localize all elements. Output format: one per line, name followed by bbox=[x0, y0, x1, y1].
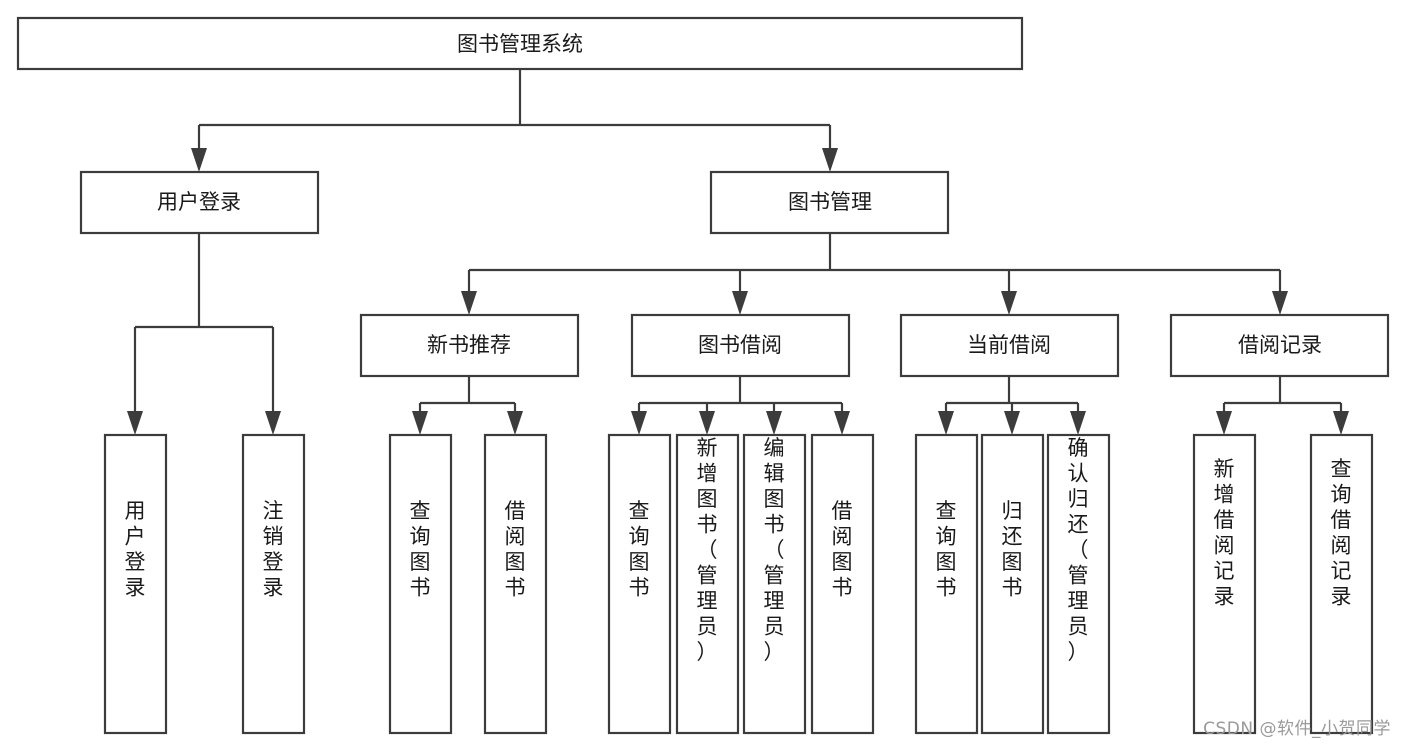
leaf-user-login-1[interactable]: 用户登录 bbox=[103, 433, 168, 735]
leaf-user-login-2[interactable]: 注销登录 bbox=[241, 433, 306, 735]
leaf-book-borrow-3[interactable]: 编辑图书（管理员） bbox=[742, 433, 807, 735]
arrow-to-user-login bbox=[191, 148, 207, 172]
leaf-new-book-2-box bbox=[483, 433, 548, 735]
node-current-borrow-label: 当前借阅 bbox=[967, 333, 1051, 357]
arrow-to-current-borrow bbox=[1001, 291, 1017, 315]
leaf-borrow-record-2-box bbox=[1309, 433, 1374, 735]
leaf-current-borrow-3[interactable]: 确认归还（管理员） bbox=[1046, 433, 1111, 735]
leaf-book-borrow-1[interactable]: 查询图书 bbox=[607, 433, 672, 735]
node-new-book-recommend-label: 新书推荐 bbox=[427, 333, 511, 357]
leaf-current-borrow-2[interactable]: 归还图书 bbox=[980, 433, 1045, 735]
node-new-book-recommend[interactable]: 新书推荐 bbox=[359, 313, 580, 378]
node-root[interactable]: 图书管理系统 bbox=[16, 16, 1024, 71]
leaf-new-book-1-box bbox=[388, 433, 453, 735]
leaf-current-borrow-1-label: 查询图书 bbox=[936, 499, 957, 600]
node-root-label: 图书管理系统 bbox=[457, 32, 583, 56]
node-book-manage[interactable]: 图书管理 bbox=[709, 170, 950, 235]
node-user-login[interactable]: 用户登录 bbox=[79, 170, 320, 235]
leaf-new-book-2[interactable]: 借阅图书 bbox=[483, 433, 548, 735]
arrow-current-borrow-leaf-2 bbox=[1004, 411, 1020, 435]
leaf-user-login-2-label: 注销登录 bbox=[263, 499, 284, 600]
arrow-user-login-leaf-1 bbox=[127, 411, 143, 435]
arrow-book-borrow-leaf-3 bbox=[766, 411, 782, 435]
node-root-box bbox=[16, 16, 1024, 71]
leaf-current-borrow-1[interactable]: 查询图书 bbox=[914, 433, 979, 735]
arrow-user-login-leaf-2 bbox=[265, 411, 281, 435]
leaf-book-borrow-4-label: 借阅图书 bbox=[832, 499, 853, 600]
arrow-borrow-record-leaf-1 bbox=[1216, 411, 1232, 435]
leaf-book-borrow-4-box bbox=[810, 433, 875, 735]
connector-layer bbox=[127, 69, 1349, 435]
leaf-book-borrow-1-box bbox=[607, 433, 672, 735]
node-user-login-label: 用户登录 bbox=[157, 190, 241, 214]
leaf-user-login-1-box bbox=[103, 433, 168, 735]
arrow-current-borrow-leaf-3 bbox=[1070, 411, 1086, 435]
arrow-to-book-manage bbox=[822, 148, 838, 172]
node-borrow-record[interactable]: 借阅记录 bbox=[1169, 313, 1390, 378]
arrow-new-book-leaf-2 bbox=[507, 411, 523, 435]
node-borrow-record-label: 借阅记录 bbox=[1238, 333, 1322, 357]
leaf-book-borrow-1-label: 查询图书 bbox=[629, 499, 650, 600]
leaf-book-borrow-2[interactable]: 新增图书（管理员） bbox=[675, 433, 740, 735]
leaf-book-borrow-3-label: 编辑图书（管理员） bbox=[764, 436, 785, 664]
leaf-current-borrow-3-label: 确认归还（管理员） bbox=[1068, 436, 1089, 664]
leaf-user-login-2-box bbox=[241, 433, 306, 735]
leaf-current-borrow-3-box bbox=[1046, 433, 1111, 735]
node-book-manage-box bbox=[709, 170, 950, 235]
leaf-book-borrow-2-box bbox=[675, 433, 740, 735]
leaf-borrow-record-1[interactable]: 新增借阅记录 bbox=[1192, 433, 1257, 735]
node-borrow-record-box bbox=[1169, 313, 1390, 378]
leaf-borrow-record-1-label: 新增借阅记录 bbox=[1214, 457, 1235, 609]
arrow-book-borrow-leaf-4 bbox=[834, 411, 850, 435]
node-current-borrow-box bbox=[899, 313, 1120, 378]
leaf-current-borrow-2-label: 归还图书 bbox=[1002, 499, 1023, 600]
node-book-borrow[interactable]: 图书借阅 bbox=[630, 313, 851, 378]
leaf-book-borrow-4[interactable]: 借阅图书 bbox=[810, 433, 875, 735]
leaf-user-login-1-label: 用户登录 bbox=[125, 499, 146, 600]
node-book-borrow-box bbox=[630, 313, 851, 378]
leaf-current-borrow-2-box bbox=[980, 433, 1045, 735]
node-current-borrow[interactable]: 当前借阅 bbox=[899, 313, 1120, 378]
node-new-book-recommend-box bbox=[359, 313, 580, 378]
node-book-manage-label: 图书管理 bbox=[788, 190, 872, 214]
node-user-login-box bbox=[79, 170, 320, 235]
arrow-to-borrow-record bbox=[1272, 291, 1288, 315]
arrow-book-borrow-leaf-2 bbox=[699, 411, 715, 435]
leaf-current-borrow-1-box bbox=[914, 433, 979, 735]
arrow-to-book-borrow bbox=[732, 291, 748, 315]
arrow-current-borrow-leaf-1 bbox=[938, 411, 954, 435]
arrow-to-new-book bbox=[461, 291, 477, 315]
leaf-new-book-1-label: 查询图书 bbox=[410, 499, 431, 600]
leaf-book-borrow-2-label: 新增图书（管理员） bbox=[697, 436, 718, 664]
leaf-new-book-1[interactable]: 查询图书 bbox=[388, 433, 453, 735]
node-book-borrow-label: 图书借阅 bbox=[698, 333, 782, 357]
leaf-borrow-record-2[interactable]: 查询借阅记录 bbox=[1309, 433, 1374, 735]
arrow-new-book-leaf-1 bbox=[412, 411, 428, 435]
leaf-new-book-2-label: 借阅图书 bbox=[505, 499, 526, 600]
leaf-book-borrow-3-box bbox=[742, 433, 807, 735]
arrow-borrow-record-leaf-2 bbox=[1333, 411, 1349, 435]
arrow-book-borrow-leaf-1 bbox=[631, 411, 647, 435]
leaf-borrow-record-1-box bbox=[1192, 433, 1257, 735]
leaf-borrow-record-2-label: 查询借阅记录 bbox=[1331, 457, 1352, 609]
